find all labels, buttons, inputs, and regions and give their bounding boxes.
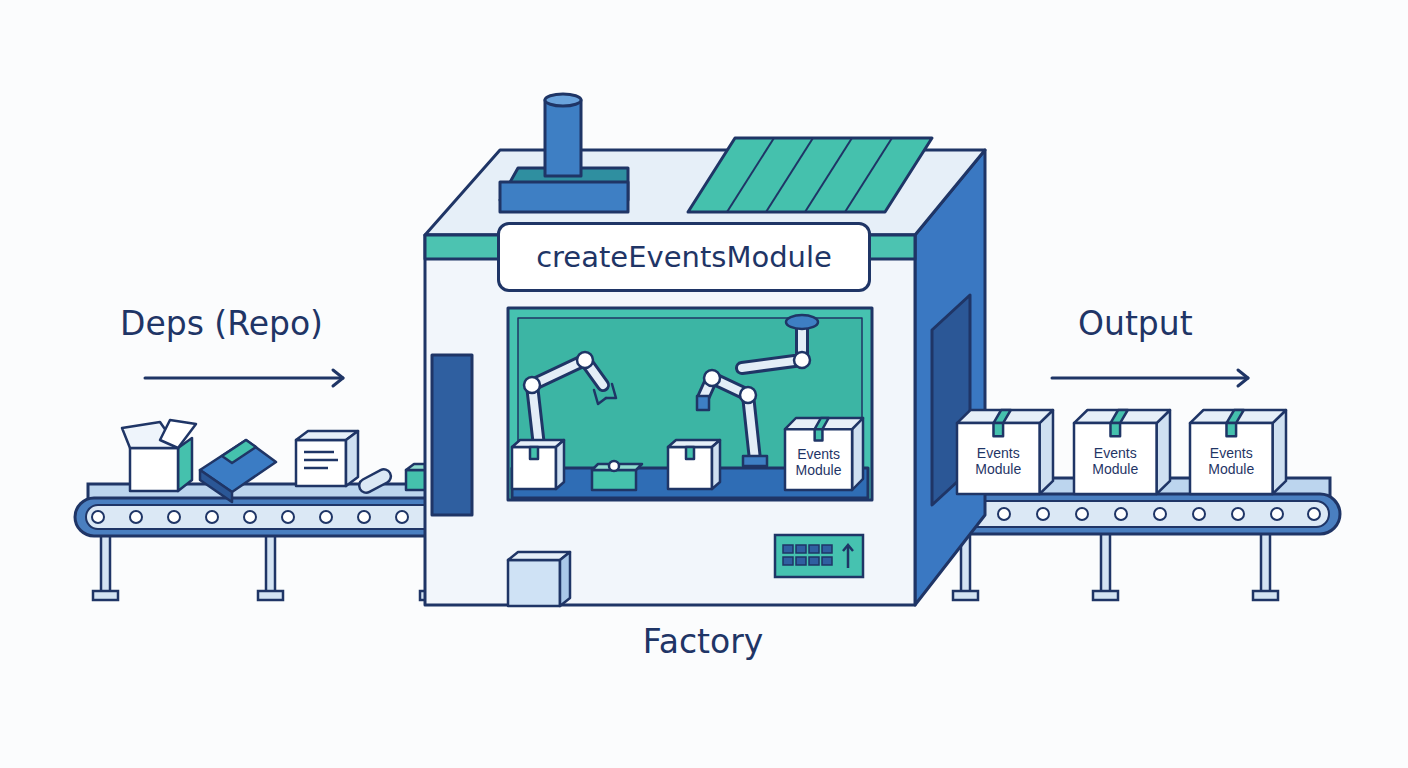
flow-arrow: [145, 370, 1248, 386]
crate-face: [785, 429, 852, 490]
factory-caption: Factory: [553, 622, 853, 666]
crate-face: [993, 410, 1010, 423]
factory-building: [425, 150, 985, 605]
crate-face: [1226, 423, 1236, 436]
flow-label: Deps (Repo): [120, 304, 323, 343]
flow-label: Output: [1078, 304, 1193, 343]
events-module-box: Events Module: [1190, 410, 1286, 494]
crate-face: [1074, 410, 1170, 423]
crate-face: [815, 429, 823, 440]
crate-face: [1190, 423, 1273, 494]
crate-face: [1110, 410, 1127, 423]
crate-face: [957, 410, 1053, 423]
box-label: Events Module: [957, 428, 1040, 494]
crate-face: [785, 418, 863, 429]
solar-panel: [688, 138, 932, 212]
crate-face: [815, 418, 829, 429]
crate-face: [957, 423, 1040, 494]
input-items: [122, 420, 466, 502]
box-label: Events Module: [1074, 428, 1157, 494]
events-module-box: Events Module: [1074, 410, 1170, 494]
control-panel: [775, 535, 863, 577]
crate-face: [1226, 410, 1243, 423]
crate-face: [1190, 410, 1286, 423]
crate-face: [1110, 423, 1120, 436]
factory-window: [508, 308, 872, 500]
crate-face: [1074, 423, 1157, 494]
factory-node: createEventsModuleFactoryEvents Module: [425, 150, 985, 605]
chimney: [500, 94, 628, 212]
factory-sign: createEventsModule: [497, 222, 871, 292]
box-label: Events Module: [785, 434, 852, 490]
box-label: Events Module: [1190, 428, 1273, 494]
events-module-box: Events Module: [785, 418, 863, 490]
crate-face: [993, 423, 1003, 436]
small-crate: [508, 552, 570, 606]
robot-arms: [524, 315, 818, 466]
interior-items: [512, 440, 720, 490]
events-module-box: Events Module: [957, 410, 1053, 494]
